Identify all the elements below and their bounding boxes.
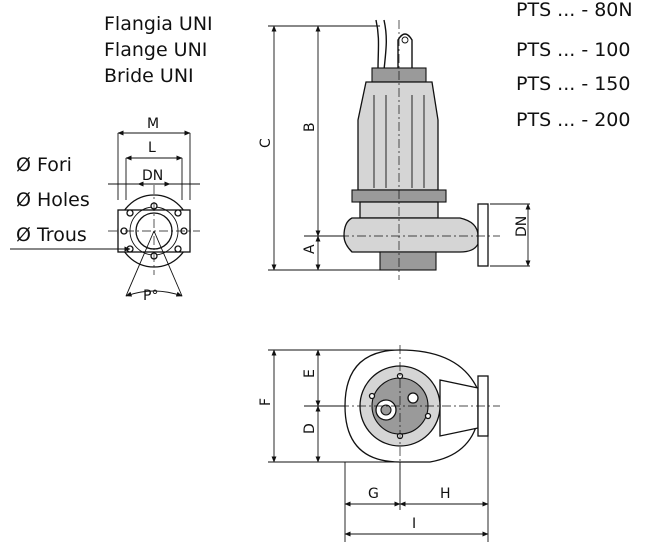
dim-dn-top-label: DN [142,168,163,184]
flange-label-fr: Bride UNI [104,65,194,87]
pump-side-view: DN C B A [258,19,531,280]
dim-l-label: L [148,140,156,156]
model-200: PTS ... - 200 [516,109,630,131]
dim-c-label: C [258,138,274,148]
flange-label-en: Flange UNI [104,39,207,61]
flange-detail: M L DN P° [10,116,200,304]
dim-dn-side-label: DN [514,216,530,237]
model-80n: PTS ... - 80N [516,0,633,21]
dim-a-label: A [302,244,318,254]
dim-h-label: H [440,486,451,502]
hole-label-fr: Ø Trous [16,224,87,246]
flange-label-group: Flangia UNI Flange UNI Bride UNI [104,13,213,87]
hole-label-it: Ø Fori [16,154,72,176]
dim-b-label: B [302,122,318,132]
dim-f-label: F [258,398,274,406]
pump-top-view: F E D G H I [258,345,500,542]
model-100: PTS ... - 100 [516,39,630,61]
dim-e-label: E [302,369,318,378]
model-150: PTS ... - 150 [516,73,630,95]
hole-label-group: Ø Fori Ø Holes Ø Trous [16,154,90,246]
dim-m-label: M [147,116,159,132]
flange-label-it: Flangia UNI [104,13,213,35]
hole-label-en: Ø Holes [16,189,90,211]
model-list: PTS ... - 80N PTS ... - 100 PTS ... - 15… [516,0,633,131]
dim-i-label: I [412,516,416,532]
dim-g-label: G [368,486,379,502]
dim-d-label: D [302,423,318,434]
dim-p-angle-label: P° [143,288,158,304]
